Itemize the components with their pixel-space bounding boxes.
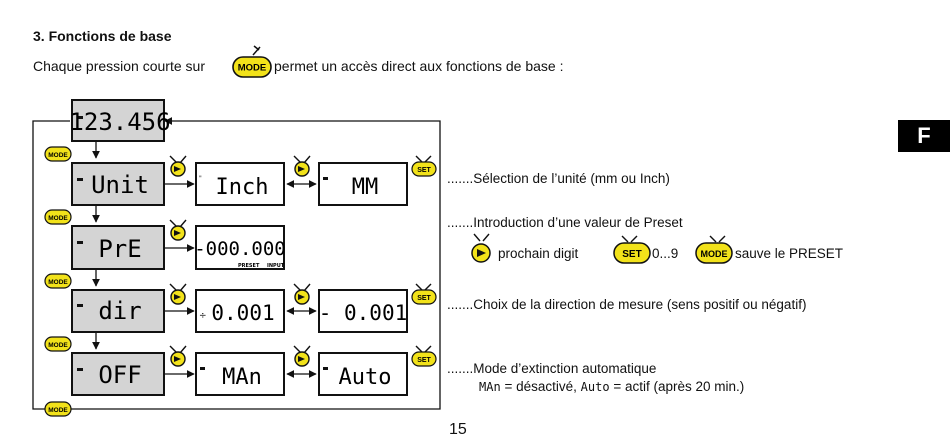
mode-button-icon: MODE [44, 336, 72, 352]
svg-text:÷: ÷ [199, 311, 207, 321]
digit-select-button-icon [169, 283, 187, 305]
digit-select-button-icon [471, 233, 491, 263]
svg-text:0.001: 0.001 [211, 301, 274, 325]
loop-connectors [32, 117, 441, 410]
svg-text:SET: SET [417, 167, 431, 174]
svg-text:- 0.001: - 0.001 [319, 301, 408, 325]
svg-text:Auto: Auto [339, 365, 392, 390]
set-button-icon: SET [411, 283, 437, 305]
lcd-dir: dir [71, 289, 165, 333]
svg-text:MODE: MODE [238, 63, 267, 74]
lcd-off: OFF [71, 352, 165, 396]
svg-text:SET: SET [417, 295, 431, 302]
lcd-unit: Unit [71, 162, 165, 206]
svg-text:INPUT: INPUT [267, 263, 285, 269]
intro-text-before: Chaque pression courte sur [33, 58, 205, 74]
note-off-title: .......Mode d’extinction automatique [447, 361, 657, 376]
lcd-dir-positive: ÷ 0.001 [195, 289, 285, 333]
section-title: 3. Fonctions de base [33, 28, 172, 44]
svg-text:": " [199, 175, 202, 182]
svg-text:SET: SET [417, 357, 431, 364]
svg-text:MAn: MAn [222, 365, 262, 390]
digit-select-button-icon [169, 345, 187, 367]
svg-text:MODE: MODE [48, 215, 68, 222]
note-unit: .......Sélection de l’unité (mm ou Inch) [447, 171, 670, 186]
note-off-detail: MAn = désactivé, Auto = actif (après 20 … [479, 379, 745, 394]
lcd-preset-value: -000.000 PRESET INPUT [194, 225, 286, 270]
mode-button-icon: MODE [44, 401, 72, 417]
set-button-icon: SET [411, 345, 437, 367]
svg-text:SET: SET [622, 249, 641, 260]
note-preset-range: 0...9 [652, 246, 679, 261]
intro-mode-button-icon: MODE [232, 45, 272, 78]
svg-text:-000.000: -000.000 [194, 238, 286, 260]
mode-button-icon: MODE [44, 146, 72, 162]
svg-text:MODE: MODE [48, 407, 68, 414]
svg-text:MM: MM [352, 175, 379, 200]
lcd-main: 123.456 [69, 99, 171, 142]
lcd-mm: MM [318, 162, 408, 206]
intro-text-after: permet un accès direct aux fonctions de … [274, 58, 564, 74]
svg-text:PrE: PrE [98, 235, 141, 263]
svg-text:MODE: MODE [48, 152, 68, 159]
note-preset-save: sauve le PRESET [735, 246, 844, 261]
lcd-man: MAn [195, 352, 285, 396]
svg-text:MODE: MODE [48, 279, 68, 286]
digit-select-button-icon [293, 283, 311, 305]
lcd-pre: PrE [71, 225, 165, 270]
lcd-auto: Auto [318, 352, 408, 396]
set-button-icon: SET [613, 235, 651, 264]
note-direction: .......Choix de la direction de mesure (… [447, 297, 807, 312]
side-tab-language[interactable]: F [898, 120, 950, 152]
svg-text:Unit: Unit [91, 171, 149, 199]
lcd-dir-negative: - 0.001 [318, 289, 408, 333]
mode-button-icon: MODE [44, 209, 72, 225]
digit-select-button-icon [293, 155, 311, 177]
function-arrows [164, 180, 317, 378]
mode-button-icon: MODE [44, 273, 72, 289]
note-preset-next: prochain digit [498, 246, 579, 261]
digit-select-button-icon [169, 155, 187, 177]
svg-text:Inch: Inch [216, 175, 269, 200]
page-number: 15 [449, 421, 467, 438]
svg-text:PRESET: PRESET [238, 263, 260, 269]
note-preset: .......Introduction d’une valeur de Pres… [447, 215, 683, 230]
svg-text:MODE: MODE [48, 342, 68, 349]
digit-select-button-icon [169, 219, 187, 241]
lcd-inch: " Inch [195, 162, 285, 206]
svg-text:OFF: OFF [98, 361, 141, 389]
mode-button-icon: MODE [695, 235, 733, 264]
intro-line: Chaque pression courte sur permet un acc… [33, 58, 564, 74]
svg-text:123.456: 123.456 [69, 108, 170, 136]
digit-select-button-icon [293, 345, 311, 367]
svg-text:dir: dir [98, 297, 141, 325]
svg-text:MODE: MODE [701, 249, 728, 259]
set-button-icon: SET [411, 155, 437, 177]
